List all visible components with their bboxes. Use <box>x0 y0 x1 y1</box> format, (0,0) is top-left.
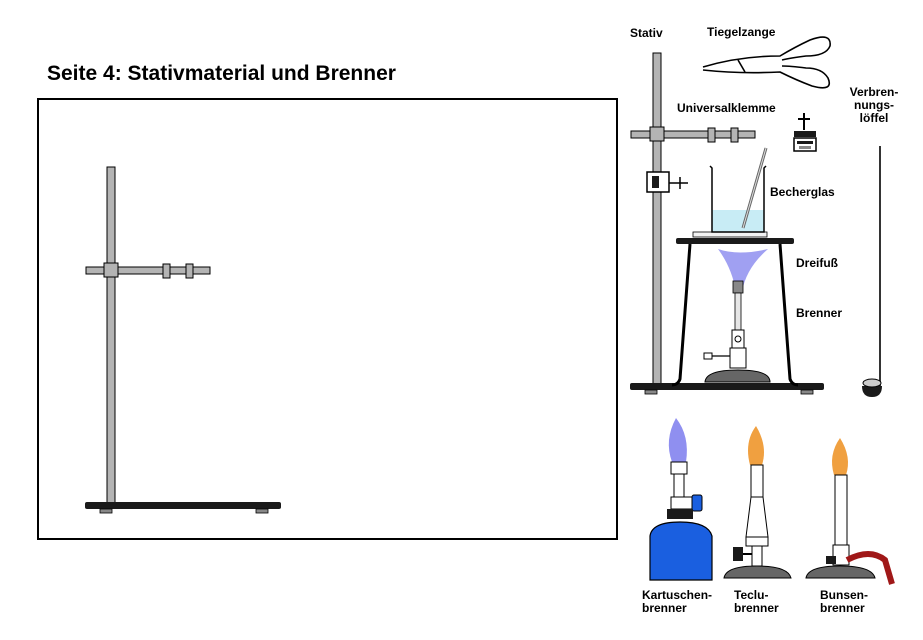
label-teclubrenner-line-2: brenner <box>734 601 779 615</box>
label-dreifuss: Dreifuß <box>796 256 838 270</box>
tripod-icon[interactable] <box>671 238 799 387</box>
bunsen-burner-icon[interactable] <box>805 438 895 585</box>
setup-stand-icon[interactable] <box>630 52 824 395</box>
burner-icon[interactable] <box>703 249 771 383</box>
drawing-area[interactable] <box>37 98 618 540</box>
label-teclubrenner: Teclu- brenner <box>734 589 779 615</box>
label-universalklemme: Universalklemme <box>677 101 776 115</box>
beaker-icon[interactable] <box>692 147 768 238</box>
cartridge-burner-icon[interactable] <box>649 418 713 581</box>
label-bunsenbrenner-line-2: brenner <box>820 601 865 615</box>
label-bunsenbrenner-line-1: Bunsen- <box>820 588 868 602</box>
stand-icon[interactable] <box>85 166 281 514</box>
crucible-tongs-icon[interactable] <box>702 36 831 89</box>
universal-clamp-icon[interactable] <box>793 113 817 152</box>
label-verbrennungsloeffel-line-2: nungs- <box>854 98 894 112</box>
label-tiegelzange: Tiegelzange <box>707 25 776 39</box>
label-bunsenbrenner: Bunsen- brenner <box>820 589 868 615</box>
page-title: Seite 4: Stativmaterial und Brenner <box>47 62 396 85</box>
label-teclubrenner-line-1: Teclu- <box>734 588 769 602</box>
label-kartuschenbrenner: Kartuschen- brenner <box>642 589 712 615</box>
label-verbrennungsloeffel-line-3: löffel <box>859 111 889 125</box>
combustion-spoon-icon[interactable] <box>862 146 882 397</box>
label-brenner: Brenner <box>796 306 843 320</box>
label-verbrennungsloeffel-line-1: Verbren- <box>849 85 899 99</box>
label-kartuschenbrenner-line-2: brenner <box>642 601 687 615</box>
label-stativ: Stativ <box>630 26 663 40</box>
label-verbrennungsloeffel: Verbren- nungs- löffel <box>846 86 902 125</box>
label-kartuschenbrenner-line-1: Kartuschen- <box>642 588 713 602</box>
teclu-burner-icon[interactable] <box>723 426 792 579</box>
label-becherglas: Becherglas <box>770 185 835 199</box>
